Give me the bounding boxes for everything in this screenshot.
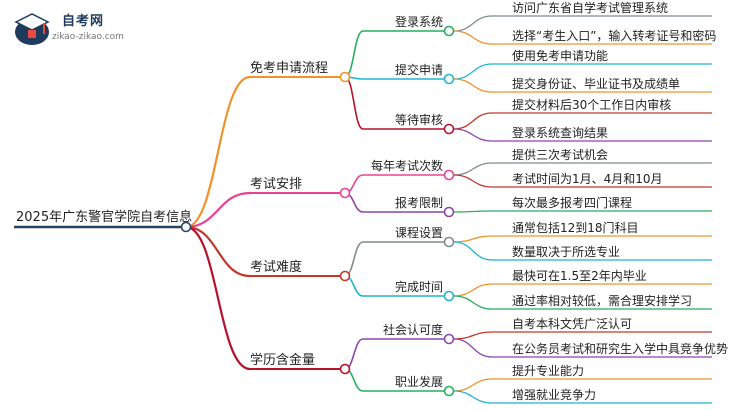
leaf-connector [453, 210, 493, 213]
leaf-label: 使用免考申请功能 [512, 48, 608, 63]
sub-label: 课程设置 [395, 225, 443, 240]
sub-label: 等待审核 [395, 112, 443, 127]
sub-label: 提交申请 [395, 62, 443, 77]
leaf-label: 自考本科文凭广泛认可 [512, 316, 632, 331]
root-label: 2025年广东警官学院自考信息 [16, 209, 192, 225]
sub-connector [344, 30, 364, 78]
sub-connector [344, 76, 364, 130]
leaf-label: 通常包括12到18门科目 [512, 220, 639, 235]
branch-connector [185, 225, 251, 278]
branch-label: 免考申请流程 [250, 61, 328, 76]
leaf-connector [453, 63, 493, 80]
branch-node-4[interactable] [339, 363, 351, 375]
sub-node-1-2[interactable] [443, 73, 455, 85]
leaf-label: 提供三次考试机会 [512, 147, 608, 162]
leaf-connector [453, 30, 493, 45]
leaf-label: 数量取决于所选专业 [512, 244, 620, 259]
leaf-connector [453, 378, 493, 392]
sub-label: 报考限制 [395, 195, 443, 210]
sub-node-4-1[interactable] [443, 333, 455, 345]
leaf-connector [453, 174, 493, 188]
sub-node-1-1[interactable] [443, 25, 455, 37]
leaf-label: 访问广东省自学考试管理系统 [512, 0, 668, 15]
graduation-cap-icon [14, 13, 50, 45]
sub-node-2-2[interactable] [443, 206, 455, 218]
leaf-connector [453, 338, 493, 358]
leaf-label: 提交材料后30个工作日内审核 [512, 97, 671, 112]
leaf-connector [453, 295, 493, 310]
leaf-connector [453, 235, 493, 243]
leaf-label: 提交身份证、毕业证书及成绩单 [512, 76, 680, 91]
sub-label: 社会认可度 [383, 322, 443, 337]
leaf-label: 提升专业能力 [512, 363, 584, 378]
leaf-label: 最快可在1.5至2年内毕业 [512, 269, 647, 283]
sub-node-4-2[interactable] [443, 385, 455, 397]
branch-label: 考试难度 [250, 259, 302, 275]
leaf-label: 选择“考生入口”，输入转考证号和密码 [512, 28, 716, 43]
leaf-connector [453, 283, 493, 297]
branch-node-2[interactable] [339, 187, 351, 199]
sub-label: 完成时间 [395, 279, 443, 294]
leaf-connector [453, 78, 493, 93]
leaf-label: 每次最多报考四门课程 [512, 195, 632, 210]
sub-node-2-1[interactable] [443, 169, 455, 181]
root-node[interactable] [180, 221, 192, 233]
leaf-connector [453, 390, 493, 404]
sub-node-3-2[interactable] [443, 290, 455, 302]
leaf-label: 通过率相对较低，需合理安排学习 [512, 293, 692, 308]
sub-node-3-1[interactable] [443, 236, 455, 248]
branch-node-3[interactable] [339, 270, 351, 282]
leaf-label: 增强就业竞争力 [512, 388, 596, 402]
branch-label: 学历含金量 [250, 352, 315, 368]
branch-connector [185, 225, 251, 371]
sub-connector [344, 241, 364, 277]
branch-node-1[interactable] [339, 71, 351, 83]
branch-connector [185, 191, 251, 229]
leaf-label: 在公务员考试和研究生入学中具竞争优势 [512, 341, 728, 356]
sub-node-1-3[interactable] [443, 123, 455, 135]
leaf-label: 考试时间为1月、4月和10月 [512, 171, 663, 186]
sub-label: 每年考试次数 [371, 158, 443, 173]
brand-name: 自考网 [62, 14, 105, 29]
leaf-connector [453, 331, 493, 340]
leaf-connector [453, 128, 493, 142]
brand-logo: 自考网 zikao-zikao.com [6, 6, 156, 52]
branch-connector [185, 75, 251, 229]
sub-label: 职业发展 [395, 374, 443, 389]
branch-label: 考试安排 [250, 177, 302, 192]
leaf-connector [453, 162, 493, 176]
leaf-connector [453, 241, 493, 261]
leaf-connector [453, 112, 493, 130]
brand-url: zikao-zikao.com [52, 32, 124, 42]
sub-label: 登录系统 [395, 14, 443, 29]
leaf-connector [453, 15, 493, 32]
leaf-label: 登录系统查询结果 [512, 125, 608, 140]
